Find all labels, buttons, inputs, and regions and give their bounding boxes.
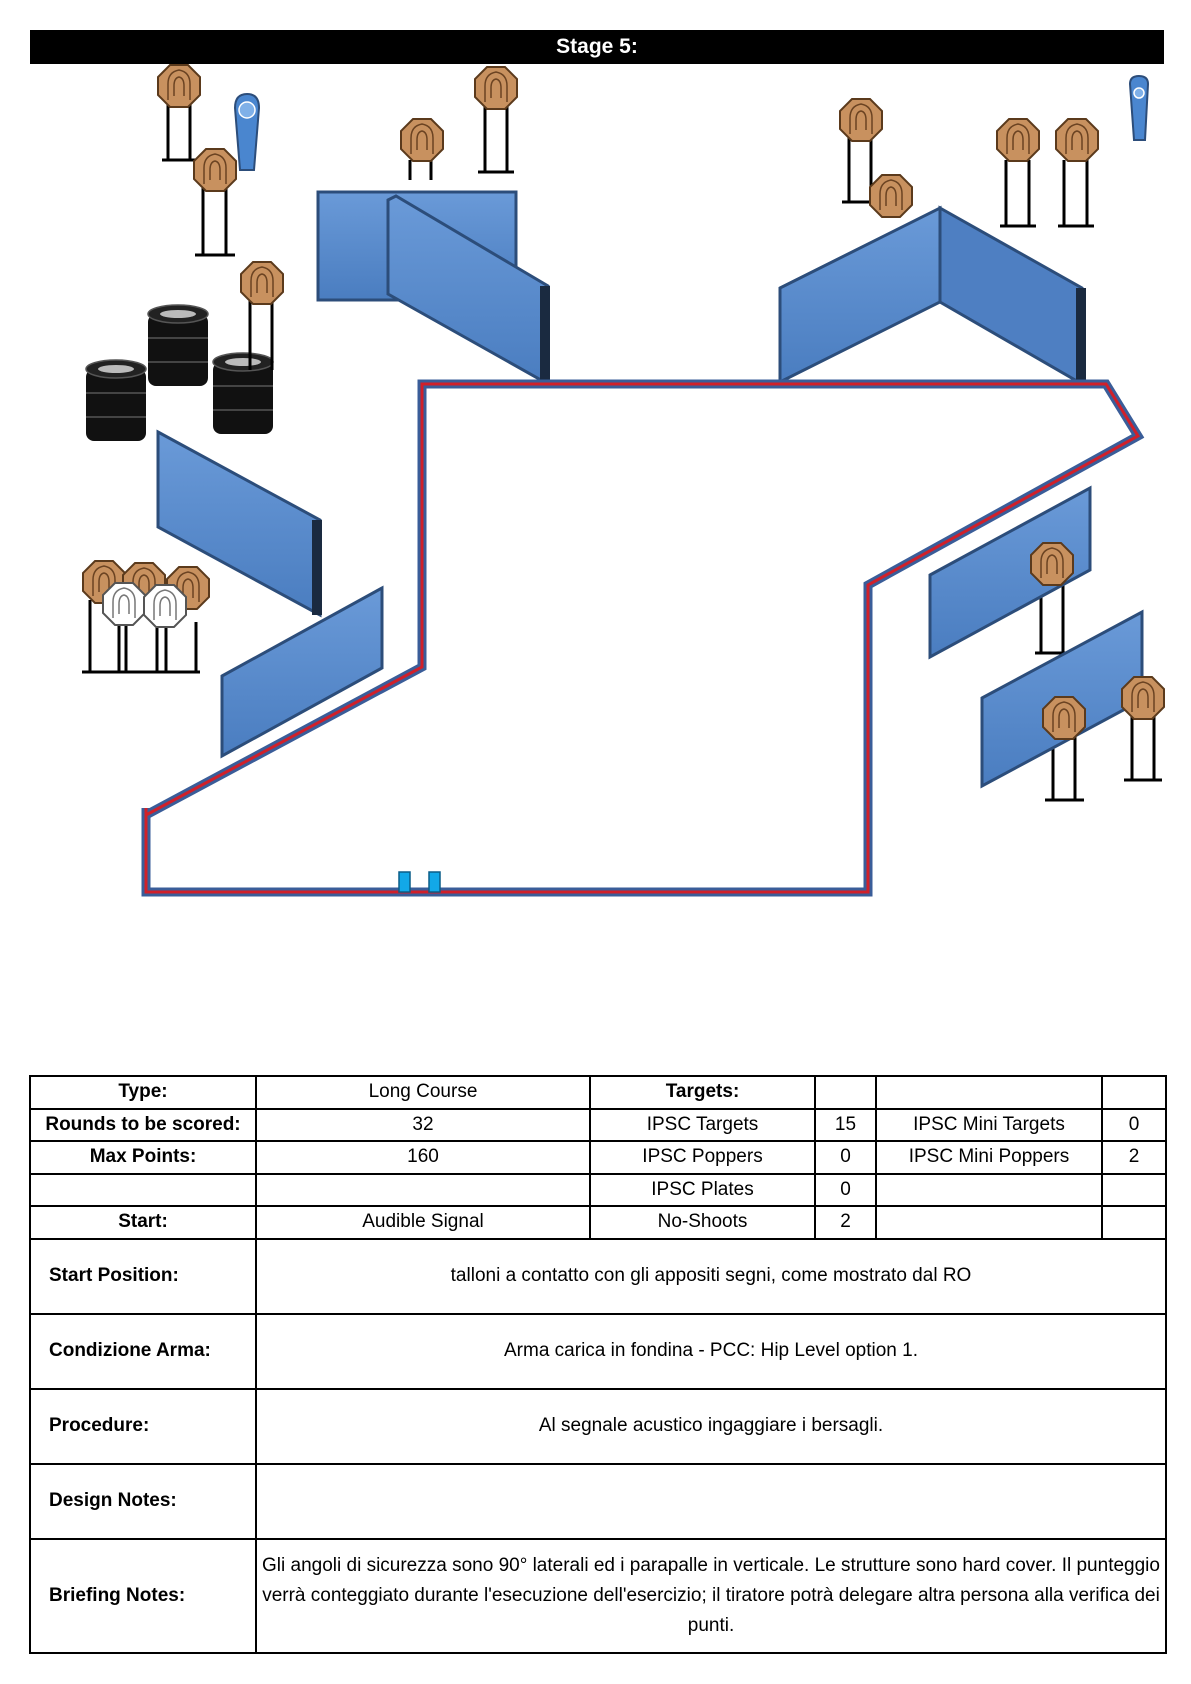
rounds-value: 32: [255, 1107, 591, 1142]
poppers-label: IPSC Poppers: [589, 1140, 816, 1175]
start-value: Audible Signal: [255, 1205, 591, 1240]
mini-targets-value: 0: [1101, 1107, 1167, 1142]
rounds-label: Rounds to be scored:: [29, 1107, 257, 1142]
max-points-value: 160: [255, 1140, 591, 1175]
no-shoots-value: 2: [814, 1205, 877, 1240]
empty-cell: [1101, 1205, 1167, 1240]
ipsc-targets-value: 15: [814, 1107, 877, 1142]
target: [1042, 696, 1086, 740]
target: [157, 64, 201, 108]
start-mark-right: [428, 871, 441, 893]
procedure-label: Procedure:: [29, 1387, 257, 1465]
empty-cell: [875, 1205, 1103, 1240]
type-label: Type:: [29, 1075, 257, 1110]
empty-cell: [29, 1172, 257, 1207]
mini-poppers-label: IPSC Mini Poppers: [875, 1140, 1103, 1175]
design-notes-label: Design Notes:: [29, 1462, 257, 1540]
plates-value: 0: [814, 1172, 877, 1207]
target: [1055, 118, 1099, 162]
condition-value: Arma carica in fondina - PCC: Hip Level …: [255, 1312, 1167, 1390]
barrel-2: [85, 359, 147, 442]
wall-right-middle: [928, 485, 1092, 660]
wall-back-right-2: [938, 205, 1086, 387]
wall-back-right-1: [778, 205, 942, 385]
wall-left-front: [220, 585, 384, 759]
empty-cell: [255, 1172, 591, 1207]
empty-cell: [1101, 1075, 1167, 1110]
barrel-1: [147, 304, 209, 387]
target: [839, 98, 883, 142]
target: [240, 261, 284, 305]
no-shoots-label: No-Shoots: [589, 1205, 816, 1240]
target: [869, 174, 913, 218]
stage-title: Stage 5:: [30, 30, 1164, 64]
empty-cell: [875, 1172, 1103, 1207]
start-position-value: talloni a contatto con gli appositi segn…: [255, 1237, 1167, 1315]
design-notes-value: [255, 1462, 1167, 1540]
start-mark-left: [398, 871, 411, 893]
condition-label: Condizione Arma:: [29, 1312, 257, 1390]
target: [1030, 542, 1074, 586]
start-label: Start:: [29, 1205, 257, 1240]
mini-targets-label: IPSC Mini Targets: [875, 1107, 1103, 1142]
targets-label: Targets:: [589, 1075, 816, 1110]
target: [474, 66, 518, 110]
start-position-label: Start Position:: [29, 1237, 257, 1315]
no-shoot-target: [143, 584, 187, 628]
target: [996, 118, 1040, 162]
briefing-notes-label: Briefing Notes:: [29, 1537, 257, 1654]
no-shoot-target: [102, 582, 146, 626]
empty-cell: [875, 1075, 1103, 1110]
fault-line: [141, 379, 1145, 897]
empty-cell: [814, 1075, 877, 1110]
wall-back-left-angled: [386, 194, 550, 387]
briefing-notes-value: Gli angoli di sicurezza sono 90° lateral…: [255, 1537, 1167, 1654]
ipsc-targets-label: IPSC Targets: [589, 1107, 816, 1142]
type-value: Long Course: [255, 1075, 591, 1110]
procedure-value: Al segnale acustico ingaggiare i bersagl…: [255, 1387, 1167, 1465]
poppers-value: 0: [814, 1140, 877, 1175]
target: [193, 148, 237, 192]
barrel-3: [212, 352, 274, 435]
mini-popper-left: [233, 92, 261, 171]
empty-cell: [1101, 1172, 1167, 1207]
target: [1121, 676, 1165, 720]
max-points-label: Max Points:: [29, 1140, 257, 1175]
mini-popper-right: [1128, 74, 1150, 141]
mini-poppers-value: 2: [1101, 1140, 1167, 1175]
plates-label: IPSC Plates: [589, 1172, 816, 1207]
stage-diagram: [82, 64, 1165, 897]
stage-info-table: Type: Long Course Targets: Rounds to be …: [29, 1075, 1167, 1654]
target: [400, 118, 444, 162]
wall-left-middle: [156, 429, 322, 618]
